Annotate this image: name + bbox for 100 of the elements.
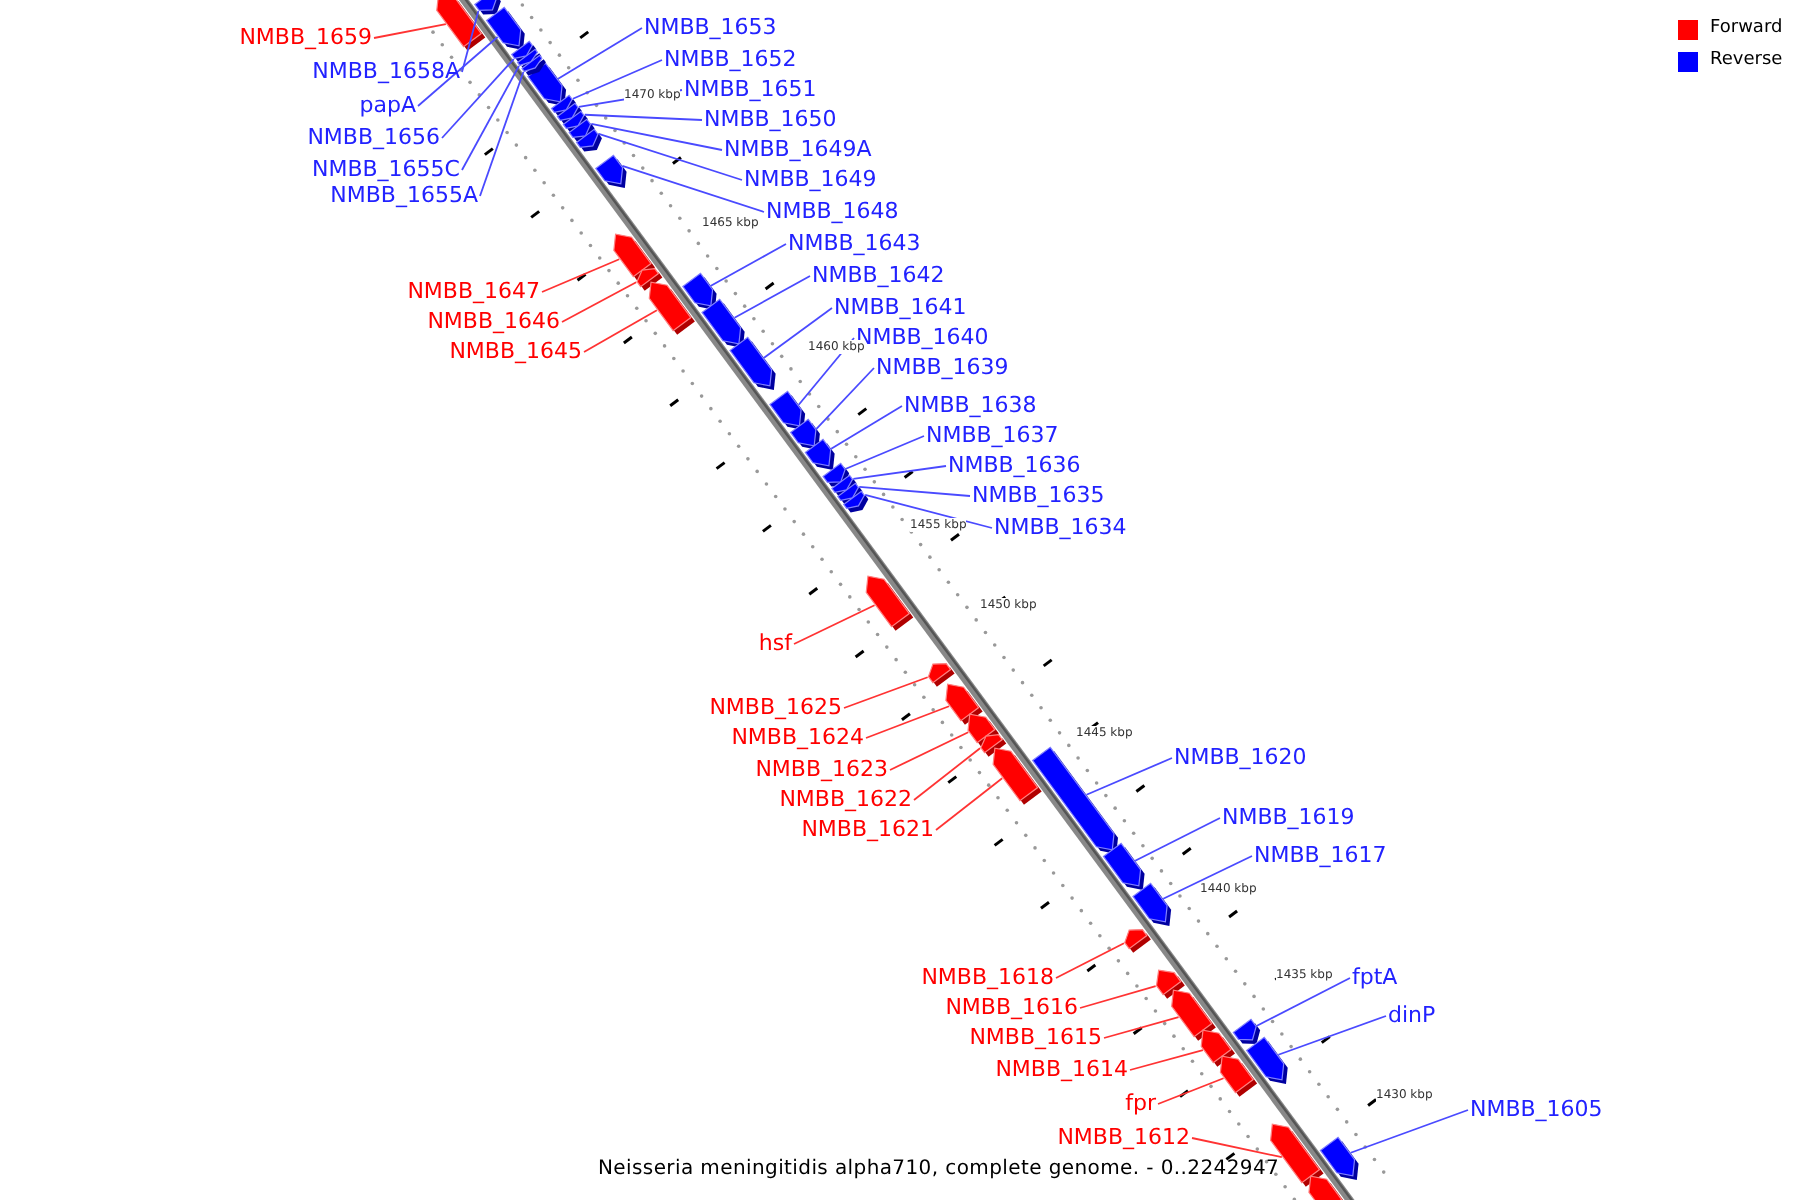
leader-line <box>479 71 525 197</box>
gene-label: dinP <box>1388 1001 1436 1027</box>
gene-segment <box>789 418 820 450</box>
gene-label: NMBB_1616 <box>945 993 1078 1019</box>
gene-label: NMBB_1625 <box>709 693 842 719</box>
leader-line <box>1055 942 1125 979</box>
leader-line <box>1191 1137 1283 1159</box>
leader-line <box>858 485 971 497</box>
gene-segment <box>1124 928 1151 953</box>
gene-label: NMBB_1653 <box>644 13 777 39</box>
gene-label: NMBB_1646 <box>427 307 560 333</box>
leader-line <box>590 122 723 151</box>
leader-line <box>815 367 875 430</box>
gene-label: NMBB_1647 <box>407 277 540 303</box>
gene-segment <box>485 6 525 50</box>
gene-label: NMBB_1621 <box>801 815 934 841</box>
gene-label: NMBB_1634 <box>994 513 1127 539</box>
leader-line <box>865 705 950 739</box>
leader-line <box>597 132 743 181</box>
gene-label: papA <box>359 91 416 117</box>
gene-segment <box>701 298 745 348</box>
leader-line <box>1129 1049 1204 1071</box>
leader-line <box>441 58 515 139</box>
gene-segment <box>682 272 717 310</box>
gene-segment <box>1219 1055 1258 1097</box>
leader-line <box>845 435 925 470</box>
leader-line <box>1256 977 1351 1027</box>
gene-label: NMBB_1638 <box>904 391 1037 417</box>
leader-line <box>1134 817 1221 862</box>
leader-line <box>1277 1015 1387 1056</box>
gene-segment <box>521 54 546 76</box>
leader-line <box>1162 855 1253 900</box>
gene-label: hsf <box>758 629 792 655</box>
gene-label: NMBB_1643 <box>788 229 921 255</box>
leader-line <box>864 493 993 529</box>
leader-line <box>1349 1109 1469 1154</box>
leader-line <box>793 604 876 645</box>
gene-label: NMBB_1615 <box>969 1023 1102 1049</box>
leader-line <box>830 405 903 450</box>
gene-segment <box>729 336 776 390</box>
gene-label: NMBB_1623 <box>755 755 888 781</box>
gene-label: NMBB_1636 <box>948 451 1081 477</box>
leader-line <box>935 777 1004 831</box>
gene-label: fptA <box>1352 963 1398 989</box>
leader-line <box>561 281 638 323</box>
gene-segment <box>842 490 869 513</box>
leader-line <box>461 65 520 171</box>
gene-label: NMBB_1618 <box>921 963 1054 989</box>
legend-label: Forward <box>1710 16 1783 42</box>
gene-label: NMBB_1649A <box>724 135 872 161</box>
gene-label: NMBB_1651 <box>684 75 817 101</box>
gene-segment <box>1245 1036 1288 1084</box>
gene-segment <box>992 747 1042 805</box>
gene-segment <box>1232 1018 1261 1044</box>
gene-label: NMBB_1619 <box>1222 803 1355 829</box>
leader-line <box>583 309 658 353</box>
gene-segment <box>594 154 627 188</box>
leader-line <box>373 23 447 39</box>
gene-label: NMBB_1648 <box>766 197 899 223</box>
gene-label: fpr <box>1125 1089 1156 1115</box>
gene-segment <box>1132 882 1172 926</box>
gene-label: NMBB_1614 <box>995 1055 1128 1081</box>
leader-line <box>1079 985 1157 1009</box>
gene-segment <box>1031 746 1118 854</box>
gene-label: NMBB_1652 <box>664 45 797 71</box>
gene-label: NMBB_1645 <box>449 337 582 363</box>
leader-line <box>1085 757 1173 796</box>
leader-line <box>852 465 947 480</box>
gene-label: NMBB_1642 <box>812 261 945 287</box>
gene-segment <box>804 438 835 470</box>
leader-line <box>572 59 663 100</box>
gene-label: NMBB_1655A <box>330 181 478 207</box>
gene-segment <box>1319 1136 1359 1180</box>
gene-label: NMBB_1658A <box>312 57 460 83</box>
leader-line <box>621 164 765 213</box>
gene-segment <box>1171 989 1216 1041</box>
leader-line <box>733 275 811 319</box>
gene-label: NMBB_1641 <box>834 293 967 319</box>
gene-segment <box>473 0 501 15</box>
leader-line <box>1157 1077 1225 1105</box>
gene-segment <box>575 128 602 152</box>
gene-segment <box>648 281 695 335</box>
leader-line <box>541 258 621 293</box>
leader-line <box>913 747 981 801</box>
gene-segment <box>865 575 914 631</box>
gene-label: NMBB_1622 <box>779 785 912 811</box>
gene-label: NMBB_1605 <box>1470 1095 1603 1121</box>
gene-label: NMBB_1617 <box>1254 841 1387 867</box>
gene-segment <box>1102 842 1145 890</box>
legend-label: Reverse <box>1710 48 1783 74</box>
leader-line <box>1103 1016 1180 1039</box>
leader-line <box>461 10 480 73</box>
gene-segment <box>436 0 486 51</box>
gene-label: NMBB_1659 <box>239 23 372 49</box>
leader-line <box>763 307 833 359</box>
gene-segment <box>927 662 955 687</box>
gene-label: NMBB_1655C <box>312 155 460 181</box>
gene-label: NMBB_1649 <box>744 165 877 191</box>
gene-label: NMBB_1639 <box>876 353 1009 379</box>
leader-line <box>417 36 499 107</box>
